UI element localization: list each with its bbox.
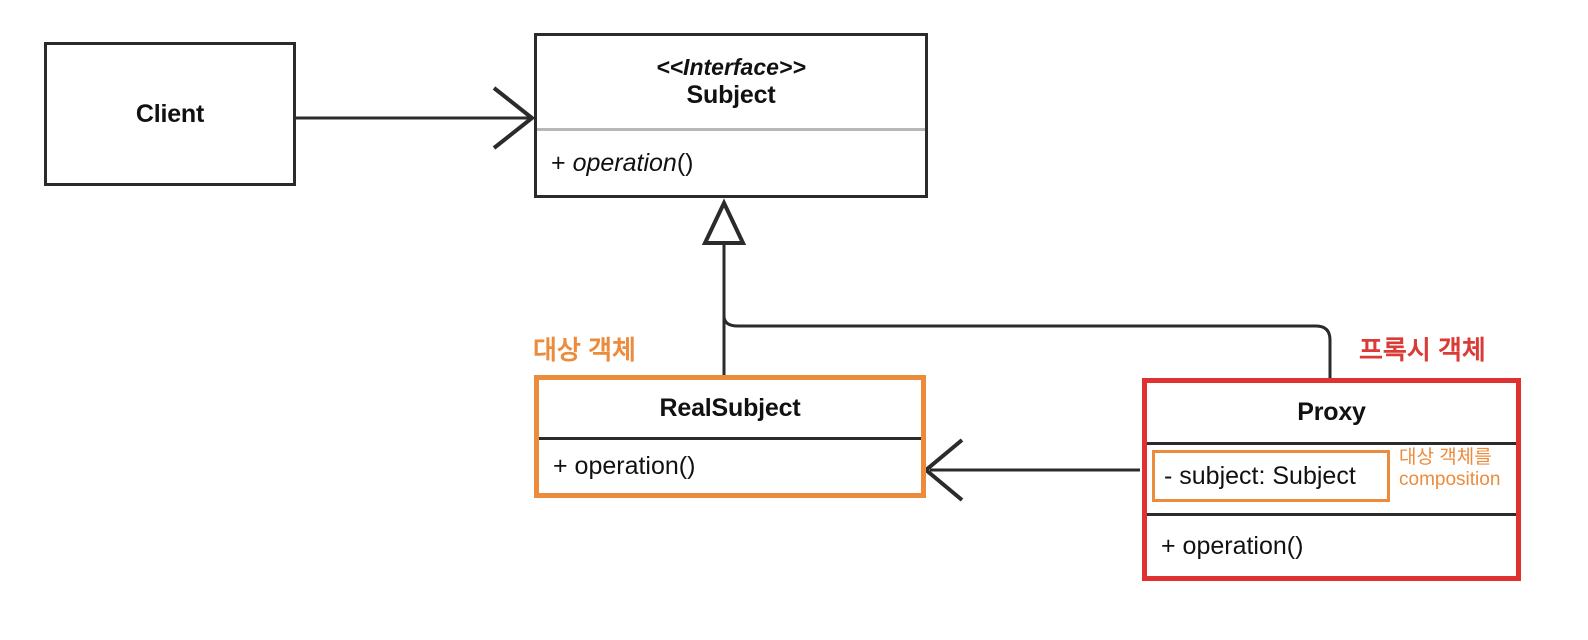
subject-operations-compartment: + operation()	[537, 128, 925, 195]
class-name-subject: Subject	[686, 80, 776, 109]
branch-to-proxy	[722, 311, 1332, 379]
class-name-realsubject: RealSubject	[659, 394, 801, 422]
hollow-triangle-icon	[701, 198, 747, 245]
operation-row: + operation()	[1161, 531, 1304, 560]
label-real-subject-annotation: 대상 객체	[533, 335, 636, 365]
operation-row: + operation()	[553, 452, 696, 480]
proxy-operations-compartment: + operation()	[1147, 513, 1516, 576]
class-box-client[interactable]: Client	[44, 42, 296, 186]
composition-note-line-2: composition	[1399, 469, 1501, 491]
connector-generalization-to-subject	[701, 198, 1332, 379]
proxy-attributes-compartment: - subject: Subject 대상 객체를 composition	[1147, 442, 1516, 513]
class-box-realsubject[interactable]: RealSubject + operation()	[534, 375, 926, 498]
class-name-proxy: Proxy	[1297, 398, 1366, 426]
class-box-proxy[interactable]: Proxy - subject: Subject 대상 객체를 composit…	[1142, 378, 1521, 581]
subject-title-compartment: <<Interface>> Subject	[537, 36, 925, 128]
attribute-row: - subject: Subject	[1164, 461, 1356, 490]
attribute-highlight-box: - subject: Subject	[1152, 450, 1390, 502]
realsubject-title-compartment: RealSubject	[539, 380, 921, 437]
open-arrowhead-icon	[922, 438, 964, 502]
connector-client-to-subject	[296, 86, 536, 150]
realsubject-operations-compartment: + operation()	[539, 437, 921, 493]
class-box-subject[interactable]: <<Interface>> Subject + operation()	[534, 33, 928, 198]
open-arrowhead-icon	[492, 86, 536, 150]
stereotype-interface: <<Interface>>	[656, 54, 806, 81]
client-title-compartment: Client	[47, 45, 293, 183]
composition-note-line-1: 대상 객체를	[1399, 447, 1492, 468]
proxy-title-compartment: Proxy	[1147, 383, 1516, 442]
class-name-client: Client	[135, 99, 205, 128]
operation-row: + operation()	[551, 148, 694, 177]
label-proxy-annotation: 프록시 객체	[1359, 335, 1486, 365]
connector-proxy-to-realsubject	[922, 438, 1140, 502]
composition-note: 대상 객체를 composition	[1399, 447, 1500, 492]
